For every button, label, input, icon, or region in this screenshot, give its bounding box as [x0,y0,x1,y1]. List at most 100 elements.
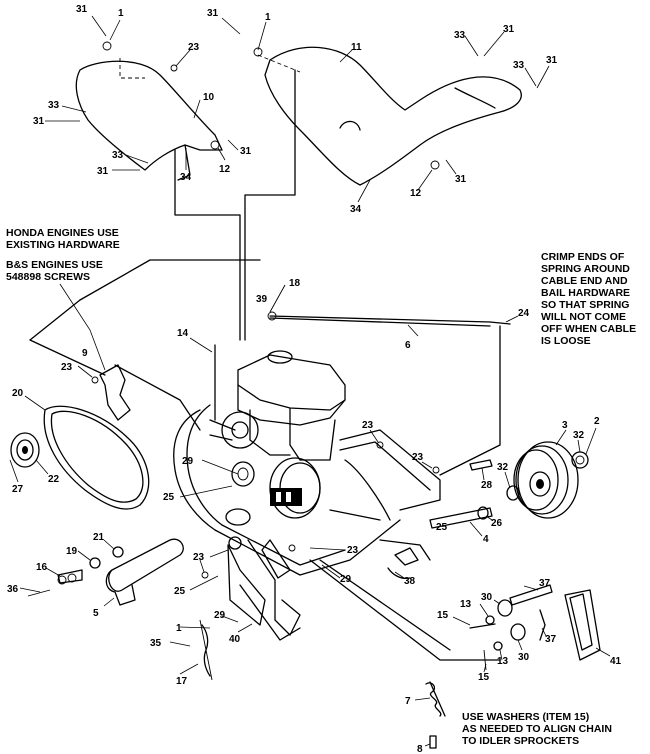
callout-29: 29 [182,456,194,467]
callout-23: 23 [188,42,200,53]
callout-12: 12 [219,164,231,175]
callout-33: 33 [48,100,60,111]
hub-bearing [504,427,597,501]
callout-29: 29 [340,574,352,585]
svg-text:SO THAT SPRING: SO THAT SPRING [541,299,629,311]
callout-23: 23 [193,552,205,563]
callout-13: 13 [497,656,509,667]
callout-17: 17 [176,676,188,687]
plate-41 [564,589,611,661]
callout-16: 16 [36,562,48,573]
callout-23: 23 [61,362,73,373]
callout-11: 11 [351,42,362,53]
callout-40: 40 [229,634,241,645]
svg-text:EXISTING HARDWARE: EXISTING HARDWARE [6,239,120,251]
misc-fasteners [77,365,440,579]
svg-text:TO IDLER SPROCKETS: TO IDLER SPROCKETS [462,735,579,747]
callout-labels: 31 1 23 31 1 11 33 31 33 31 33 31 10 31 … [7,4,622,754]
svg-text:CABLE END AND: CABLE END AND [541,275,628,287]
callout-4: 4 [483,534,489,545]
sprocket-hardware [452,584,553,673]
callout-39: 39 [256,294,268,305]
callout-15: 15 [437,610,449,621]
callout-8: 8 [417,744,423,754]
callout-6: 6 [405,340,411,351]
callout-25: 25 [174,586,186,597]
clutch-assembly [179,457,321,526]
callout-3: 3 [562,420,568,431]
callout-34: 34 [350,204,362,215]
svg-text:548898 SCREWS: 548898 SCREWS [6,271,90,283]
svg-text:WILL NOT COME: WILL NOT COME [541,311,626,323]
callout-15: 15 [478,672,490,683]
svg-text:SPRING AROUND: SPRING AROUND [541,263,630,275]
belt-cover-right [257,46,522,186]
callout-33: 33 [513,60,525,71]
callout-35: 35 [150,638,162,649]
callout-26: 26 [491,518,503,529]
belt-guard-left [75,58,223,181]
callout-23: 23 [412,452,424,463]
callout-32: 32 [497,462,509,473]
callout-10: 10 [203,92,215,103]
callout-30: 30 [481,592,493,603]
svg-text:CRIMP ENDS OF: CRIMP ENDS OF [541,251,625,263]
callout-14: 14 [177,328,189,339]
note-bs-engines: B&S ENGINES USE 548898 SCREWS [6,259,103,283]
callout-31: 31 [76,4,88,15]
control-cable [267,284,519,476]
callout-37: 37 [545,634,557,645]
callout-24: 24 [518,308,530,319]
callout-33: 33 [112,150,124,161]
engine [189,337,346,461]
svg-text:USE WASHERS (ITEM 15): USE WASHERS (ITEM 15) [462,711,589,723]
callout-1: 1 [118,8,124,19]
callout-38: 38 [404,576,416,587]
callout-25: 25 [163,492,175,503]
callout-32: 32 [573,430,585,441]
lever-assembly [169,536,346,681]
callout-2: 2 [594,416,600,427]
callout-28: 28 [481,480,493,491]
callout-31: 31 [240,146,252,157]
callout-31: 31 [455,174,467,185]
callout-18: 18 [289,278,301,289]
top-hardware-leaders [45,15,550,203]
callout-31: 31 [503,24,515,35]
callout-13: 13 [460,599,472,610]
callout-27: 27 [12,484,24,495]
callout-12: 12 [410,188,422,199]
bracket-9 [99,364,201,431]
callout-22: 22 [48,474,60,485]
callout-31: 31 [207,8,219,19]
callout-21: 21 [93,532,105,543]
callout-23: 23 [347,545,359,556]
spring-7 [414,681,446,717]
svg-text:BAIL HARDWARE: BAIL HARDWARE [541,287,630,299]
spring-38 [387,547,419,580]
callout-23: 23 [362,420,374,431]
note-leader [59,283,106,371]
drive-belt [24,395,150,510]
callout-19: 19 [66,546,78,557]
main-frame [173,404,501,661]
callout-9: 9 [82,348,88,359]
guard-support-lines [29,69,296,376]
callout-1: 1 [176,623,182,634]
callout-30: 30 [518,652,530,663]
callout-36: 36 [7,584,19,595]
callout-7: 7 [405,696,411,707]
callout-33: 33 [454,30,466,41]
callout-37: 37 [539,578,551,589]
pulley-22 [9,432,49,483]
note-washers: USE WASHERS (ITEM 15) AS NEEDED TO ALIGN… [462,711,612,747]
callout-25: 25 [436,522,448,533]
callout-34: 34 [180,172,192,183]
shift-hardware-left [19,538,184,607]
svg-text:IS LOOSE: IS LOOSE [541,335,591,347]
callout-31: 31 [97,166,109,177]
svg-text:AS NEEDED TO ALIGN CHAIN: AS NEEDED TO ALIGN CHAIN [462,723,612,735]
wheel-pulley-3 [513,429,579,519]
callout-20: 20 [12,388,24,399]
